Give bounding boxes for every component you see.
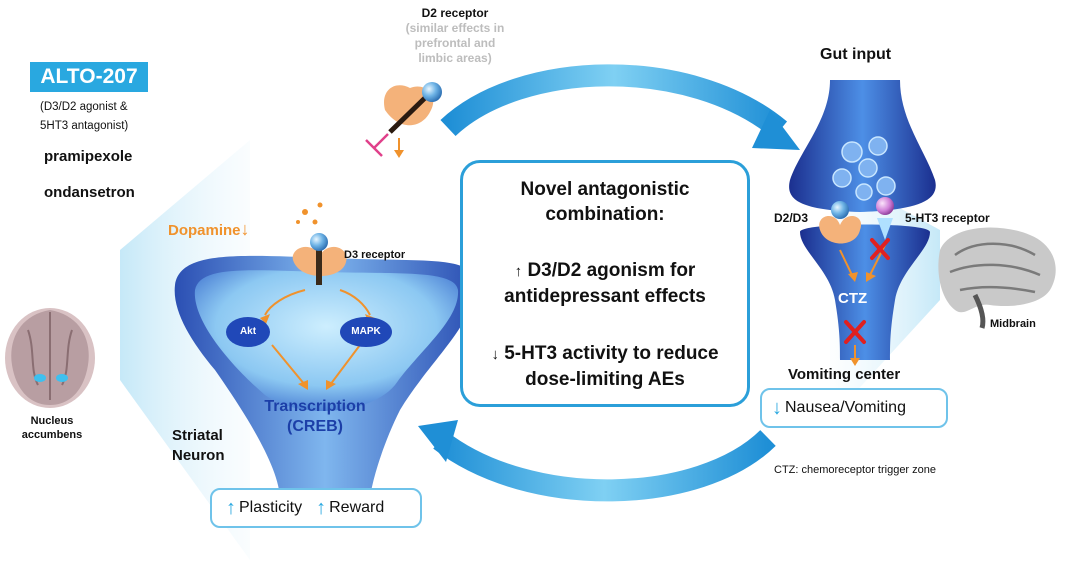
d2-note-line1: (similar effects in [405, 21, 505, 35]
drug-description: (D3/D2 agonist & 5HT3 antagonist) [40, 98, 160, 136]
d2-receptor-label: D2 receptor (similar effects in prefront… [380, 6, 530, 66]
ctz-footnote: CTZ: chemoreceptor trigger zone [774, 464, 937, 476]
dopamine-label: Dopamine↓ [168, 219, 250, 240]
reward-label: Reward [329, 499, 385, 516]
component-pramipexole: pramipexole [44, 148, 133, 165]
nucleus-accumbens-label: Nucleus accumbens [12, 414, 92, 442]
outcome-pill: ↑ Plasticity ↑ Reward [210, 488, 422, 528]
combination-summary-box: Novel antagonistic combination: ↑ D3/D2 … [460, 160, 750, 407]
5ht3-receptor-label: 5-HT3 receptor [905, 211, 990, 225]
drug-desc-line1: (D3/D2 agonist & [40, 101, 128, 113]
plasticity-up-arrow: ↑ [226, 496, 236, 519]
agonism-up-arrow: ↑ [514, 263, 523, 280]
inhibition-mark [373, 133, 389, 149]
midbrain-brain-image [938, 227, 1056, 329]
striatal-neuron-inner [194, 270, 459, 412]
akt-label: Akt [239, 326, 257, 337]
combination-title: Novel antagonistic combination: [463, 177, 747, 227]
plasticity-label: Plasticity [239, 499, 303, 516]
bottom-arc-arrow [433, 429, 776, 502]
nucleus-accumbens-brain-image [5, 308, 95, 408]
gut-presynaptic-terminal [789, 80, 936, 212]
nausea-pill: ↓ Nausea/Vomiting [760, 388, 948, 428]
block-x-5ht3 [870, 238, 890, 260]
nausea-down-arrow: ↓ [772, 396, 782, 419]
mapk-label: MAPK [351, 326, 381, 337]
agonism-bullet: ↑ D3/D2 agonism for antidepressant effec… [463, 258, 747, 309]
d2-note-line2: prefrontal and [414, 36, 496, 50]
gut-postsynaptic-neuron [800, 224, 930, 360]
dopamine-down-arrow: ↓ [240, 219, 250, 239]
transcription-line2: (CREB) [287, 418, 343, 435]
gut-input-label: Gut input [820, 46, 892, 63]
top-arc-arrow [440, 64, 788, 139]
antagonism-bullet: ↓ 5-HT3 activity to reduce dose-limiting… [463, 341, 747, 392]
transcription-label: Transcription (CREB) [250, 397, 380, 437]
striatal-neuron-label: Striatal Neuron [172, 426, 225, 466]
antagonism-down-arrow: ↓ [491, 346, 499, 363]
left-beam [120, 140, 250, 560]
drug-name-badge: ALTO-207 [30, 62, 148, 92]
transcription-line1: Transcription [264, 398, 366, 415]
bullet1-line1: D3/D2 agonism for [527, 260, 696, 281]
nausea-label: Nausea/Vomiting [785, 399, 906, 416]
bullet2-line2: dose-limiting AEs [525, 369, 685, 390]
midbrain-label: Midbrain [990, 318, 1036, 330]
neuron-line2: Neuron [172, 447, 225, 464]
d2-receptor-title: D2 receptor [421, 6, 489, 20]
bullet1-line2: antidepressant effects [504, 286, 706, 307]
neuron-line1: Striatal [172, 427, 223, 444]
title-line1: Novel antagonistic [520, 179, 690, 200]
component-ondansetron: ondansetron [44, 184, 135, 201]
bullet2-line1: 5-HT3 activity to reduce [504, 343, 719, 364]
dopamine-text: Dopamine [168, 222, 241, 239]
mapk-node [340, 317, 392, 347]
akt-node [226, 317, 270, 347]
d3-receptor-label: D3 receptor [344, 249, 406, 261]
block-x-ctz [844, 320, 866, 344]
d2-receptor-shape [384, 85, 434, 126]
title-line2: combination: [545, 204, 665, 225]
d2d3-label: D2/D3 [774, 211, 809, 225]
nucleus-line2: accumbens [21, 429, 83, 441]
vomiting-center-label: Vomiting center [788, 366, 901, 383]
reward-up-arrow: ↑ [316, 496, 327, 519]
ctz-label: CTZ [838, 290, 868, 307]
d2-note-line3: limbic areas) [418, 51, 492, 65]
nucleus-line1: Nucleus [30, 415, 74, 427]
drug-desc-line2: 5HT3 antagonist) [40, 120, 129, 132]
